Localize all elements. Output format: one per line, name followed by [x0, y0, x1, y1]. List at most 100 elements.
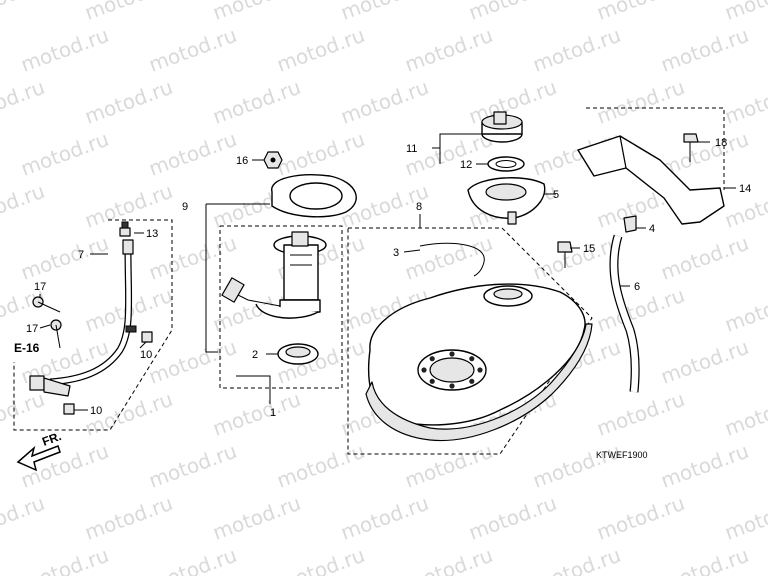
watermark-text: motod.ru	[82, 75, 176, 129]
bolt-17-upper	[32, 296, 61, 313]
watermark-text: motod.ru	[210, 0, 304, 25]
watermark-text: motod.ru	[0, 0, 48, 25]
bolt-15	[557, 241, 573, 268]
callout-1-bracket	[236, 375, 271, 398]
watermark-text: motod.ru	[722, 283, 768, 337]
watermark-text: motod.ru	[722, 0, 768, 25]
fuel-tank-group	[347, 214, 593, 455]
clip-13	[119, 221, 131, 237]
watermark-text: motod.ru	[146, 543, 240, 576]
hose-joint	[43, 377, 71, 397]
clip-4	[623, 215, 637, 233]
callout-15: 15	[583, 243, 595, 255]
watermark-text: motod.ru	[658, 439, 752, 493]
tank-filler-opening	[493, 288, 523, 300]
callout-10-upper: 10	[140, 349, 152, 361]
filler-parts	[432, 111, 556, 225]
callout-11: 11	[406, 143, 417, 155]
watermark-text: motod.ru	[338, 75, 432, 129]
bracket-edge	[619, 135, 627, 169]
watermark-text: motod.ru	[594, 491, 688, 545]
callout-9-bracket	[205, 204, 218, 353]
direction-label: FR.	[40, 429, 63, 449]
callout-2: 2	[252, 349, 258, 361]
callout-17-upper: 17	[34, 281, 46, 293]
watermark-text: motod.ru	[530, 23, 624, 77]
flange-stud	[469, 378, 475, 384]
clip-10-upper	[141, 331, 153, 343]
watermark-text: motod.ru	[0, 491, 48, 545]
watermark-text: motod.ru	[658, 231, 752, 285]
watermark-text: motod.ru	[594, 0, 688, 25]
watermark-text: motod.ru	[18, 543, 112, 576]
watermark-text: motod.ru	[722, 491, 768, 545]
watermark-text: motod.ru	[146, 127, 240, 181]
flange-stud	[449, 351, 455, 357]
callout-3: 3	[393, 247, 399, 259]
watermark-text: motod.ru	[466, 0, 560, 25]
callout-12: 12	[460, 159, 472, 171]
callout-10-upper-leader	[139, 341, 147, 349]
cap-seal-12	[487, 156, 525, 172]
watermark-text: motod.ru	[274, 439, 368, 493]
callout-1: 1	[270, 407, 276, 419]
flange-stud	[421, 367, 427, 373]
callout-6: 6	[634, 281, 640, 293]
callout-18: 18	[715, 137, 727, 149]
watermark-text: motod.ru	[146, 335, 240, 389]
callout-13: 13	[146, 228, 158, 240]
filler-gasket-5	[467, 177, 546, 225]
fuel-hose-assembly	[13, 219, 173, 431]
fuel-cap	[481, 111, 523, 143]
drain-tube-6	[609, 234, 640, 393]
watermark-text: motod.ru	[0, 387, 48, 441]
callout-17-lower: 17	[26, 323, 38, 335]
pump-plate-hole	[289, 182, 343, 210]
callout-4: 4	[649, 223, 655, 235]
diagram-code: KTWEF1900	[596, 450, 648, 460]
callout-labels: 1 2 3 4 5 6 7 8 9 10 10 11 12 13 14 15 1…	[14, 137, 751, 460]
watermark-text: motod.ru	[530, 439, 624, 493]
watermark-text: motod.ru	[18, 127, 112, 181]
tank-bracket-group	[557, 107, 736, 393]
watermark-text: motod.ru	[82, 179, 176, 233]
watermark-text: motod.ru	[402, 231, 496, 285]
callout-10-lower: 10	[90, 405, 102, 417]
pump-group-outline	[219, 225, 343, 389]
watermark-text: motod.ru	[722, 387, 768, 441]
watermark-text: motod.ru	[722, 75, 768, 129]
watermark-text: motod.ru	[0, 179, 48, 233]
watermark-text: motod.ru	[338, 0, 432, 25]
flange-stud	[477, 367, 483, 373]
clip-10-lower	[63, 403, 75, 415]
watermark-text: motod.ru	[274, 23, 368, 77]
watermark-text: motod.ru	[658, 543, 752, 576]
watermark-text: motod.ru	[594, 283, 688, 337]
watermark-text: motod.ru	[338, 491, 432, 545]
hose-group-outline	[13, 219, 173, 431]
flange-studs	[421, 351, 483, 389]
watermark-text: motod.ru	[82, 491, 176, 545]
callout-7: 7	[78, 249, 84, 261]
watermark-text: motod.ru	[274, 127, 368, 181]
watermark-text: motod.ru	[274, 543, 368, 576]
watermark-text: motod.ru	[402, 23, 496, 77]
callout-3-leader	[403, 249, 421, 253]
callout-5: 5	[553, 189, 559, 201]
watermark-text: motod.ru	[658, 335, 752, 389]
flange-stud	[429, 356, 435, 362]
tank-band	[419, 242, 485, 277]
hose-fitting-bottom	[29, 375, 45, 391]
callout-9: 9	[182, 201, 188, 213]
front-direction-arrow: FR.	[16, 429, 63, 472]
callout-8: 8	[416, 201, 422, 213]
flange-stud	[449, 383, 455, 389]
hose-fitting-top	[122, 239, 134, 255]
callout-17-lower-leader	[39, 324, 51, 329]
tank-stay-bracket	[577, 135, 725, 225]
pump-seal-ring	[277, 343, 319, 365]
fuel-pump-unit	[221, 231, 327, 319]
watermark-text: motod.ru	[594, 387, 688, 441]
